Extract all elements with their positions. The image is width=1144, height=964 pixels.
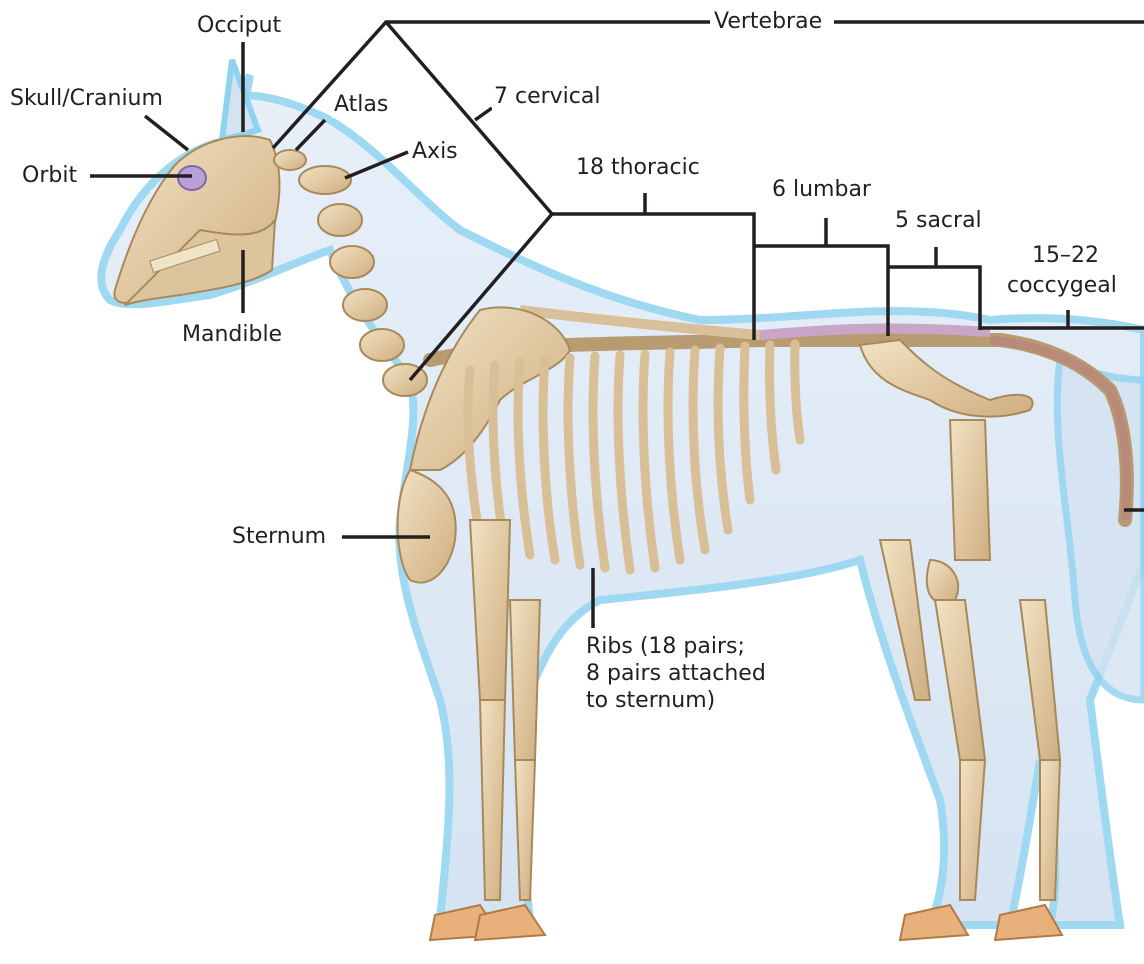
label-sacral: 5 sacral xyxy=(893,208,984,234)
label-sternum: Sternum xyxy=(230,524,328,550)
label-thoracic: 18 thoracic xyxy=(574,155,702,181)
label-coccygeal: coccygeal xyxy=(1005,273,1119,299)
label-ribs: Ribs (18 pairs; 8 pairs attached to ster… xyxy=(584,633,768,714)
label-mandible: Mandible xyxy=(180,322,284,348)
label-atlas: Atlas xyxy=(332,92,390,118)
label-orbit: Orbit xyxy=(20,163,79,189)
label-occiput: Occiput xyxy=(195,13,283,39)
label-lumbar: 6 lumbar xyxy=(770,177,873,203)
label-coccygeal-count: 15–22 xyxy=(1030,243,1101,269)
label-vertebrae: Vertebrae xyxy=(712,9,824,35)
label-axis: Axis xyxy=(410,139,460,165)
label-cervical: 7 cervical xyxy=(492,84,603,110)
label-skull-cranium: Skull/Cranium xyxy=(8,86,165,112)
